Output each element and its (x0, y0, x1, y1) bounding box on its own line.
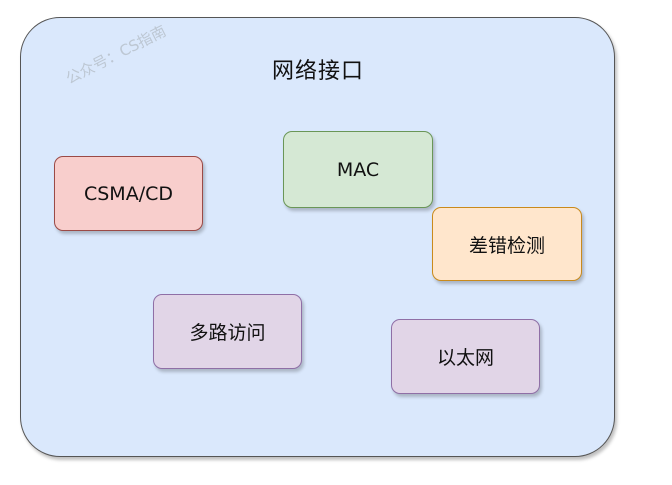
node-ethernet-label: 以太网 (436, 347, 494, 369)
node-csma-cd-label: CSMA/CD (83, 182, 174, 205)
node-mac-label: MAC (336, 158, 380, 181)
node-multiple-access-label: 多路访问 (189, 322, 266, 344)
node-error-detection-label: 差错检测 (468, 234, 545, 257)
node-ethernet: 以太网 (391, 319, 540, 394)
diagram-title: 网络接口 (271, 59, 364, 84)
node-mac: MAC (283, 131, 433, 208)
node-error-detection: 差错检测 (432, 207, 582, 281)
node-csma-cd: CSMA/CD (54, 156, 203, 231)
node-multiple-access: 多路访问 (153, 294, 302, 369)
